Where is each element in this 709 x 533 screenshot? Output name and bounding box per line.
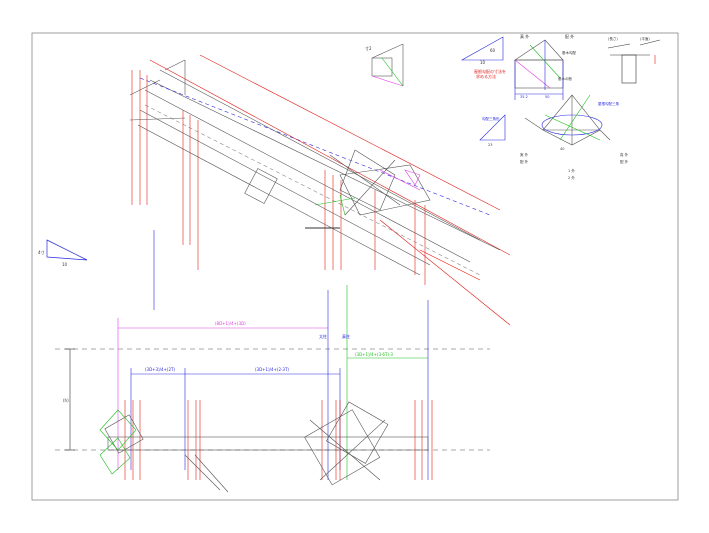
dim-top-pink: (8D+1)/4+(3D) bbox=[215, 321, 246, 326]
label-blue-2: 屋根勾配三角 bbox=[598, 101, 619, 106]
mini-3: 35.2 bbox=[520, 95, 528, 99]
dim-vertical: (h) bbox=[63, 398, 69, 403]
slope-triangle-left: 4寸 10 bbox=[38, 239, 88, 267]
plan-section: (h) (8D+1)/4+(3D) (3D+3)/4+(2T) (3D+1)/4… bbox=[55, 285, 490, 493]
label-top-c: 垂木勾配 bbox=[562, 50, 576, 55]
legend-4: 配 外 bbox=[620, 159, 629, 164]
detail-cluster: 60 10 屋根勾配の寸法を 求める方法 真 外 配 外 垂木勾配 垂木の断 3… bbox=[460, 33, 661, 180]
label-top-b: 配 外 bbox=[565, 33, 574, 39]
label-center-right: 真柱 bbox=[342, 333, 350, 339]
dim-right-green: (3D+1)/4+(3-6T)-3 bbox=[355, 352, 393, 357]
legend-3: 真 外 bbox=[620, 152, 629, 157]
label-blue-1: 勾配三角形 bbox=[482, 116, 500, 121]
label-top-g: (平面) bbox=[640, 36, 650, 41]
mini-5: 23 bbox=[488, 143, 492, 147]
label-top-d: 垂木の断 bbox=[558, 76, 572, 81]
mini-4: 50 bbox=[545, 95, 549, 99]
mini-6: 40 bbox=[560, 147, 564, 151]
legend-6: 2 外 bbox=[568, 175, 575, 180]
sheet-border bbox=[31, 32, 679, 501]
label-top-f: (長さ) bbox=[608, 36, 618, 41]
dim-mid-blue-left: (3D+3)/4+(2T) bbox=[145, 367, 175, 372]
dim-mid-blue-right: (3D+1)/4+(2-3T) bbox=[255, 367, 289, 372]
label-center-left: 太柱 bbox=[319, 333, 327, 339]
label-run: 10 bbox=[62, 262, 68, 267]
note-red-1: 屋根勾配の寸法を bbox=[474, 68, 506, 74]
note-red-2: 求める方法 bbox=[476, 73, 496, 79]
mini-1: 60 bbox=[490, 48, 496, 53]
label-rise: 4寸 bbox=[38, 249, 45, 255]
roof-section bbox=[129, 54, 511, 326]
legend-5: 1 外 bbox=[568, 168, 575, 173]
label-height: 寸2 bbox=[365, 45, 372, 51]
mini-2: 10 bbox=[480, 60, 486, 65]
label-top-a: 真 外 bbox=[520, 33, 529, 39]
legend-2: 配 外 bbox=[520, 159, 529, 164]
legend-1: 実 外 bbox=[520, 152, 529, 157]
top-small-diagram: 寸2 bbox=[365, 43, 404, 87]
